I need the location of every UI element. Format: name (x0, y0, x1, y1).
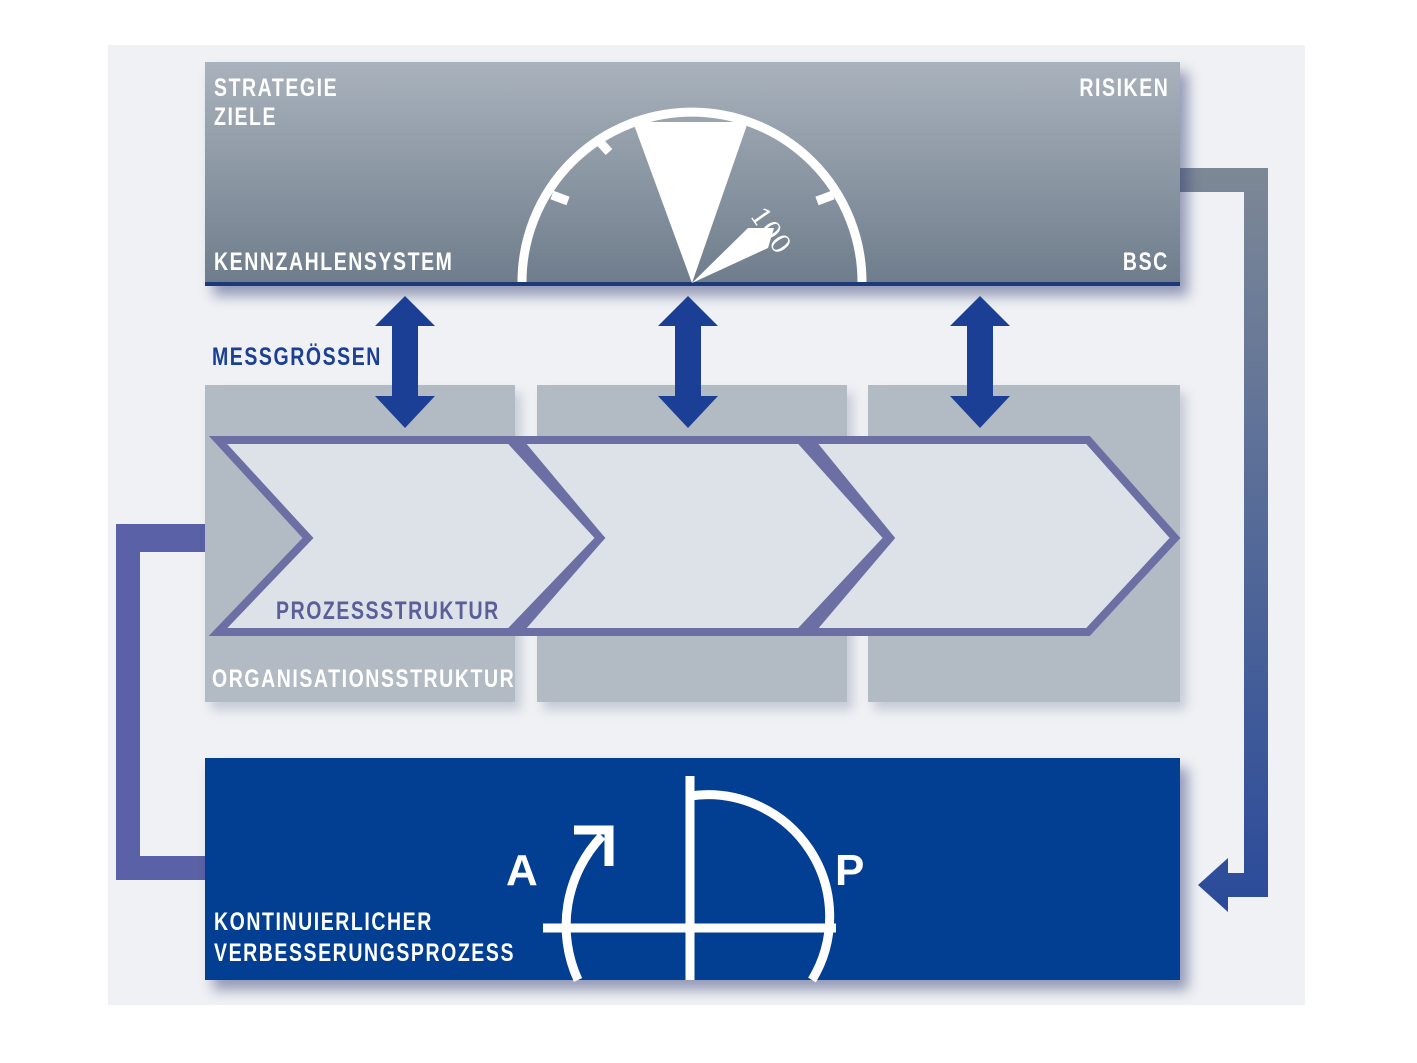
label-messgroessen: MESSGRÖSSEN (212, 343, 382, 371)
process-chevron-1 (208, 436, 606, 636)
gauge-wedge (633, 122, 748, 283)
label-ziele: ZIELE (214, 103, 278, 131)
label-act: A (506, 846, 538, 895)
label-bsc: BSC (1123, 248, 1169, 276)
label-organisationsstruktur: ORGANISATIONSSTRUKTUR (212, 665, 516, 693)
double-arrow-3 (950, 296, 1010, 428)
double-arrow-2 (658, 296, 718, 428)
pdca-cycle-icon (543, 776, 836, 983)
right-feedback-arrow (1180, 168, 1268, 912)
gauge-needle (692, 228, 774, 283)
label-kennzahlensystem: KENNZAHLENSYSTEM (214, 248, 454, 276)
label-plan: P (835, 846, 865, 895)
label-kvp-line1: KONTINUIERLICHER (214, 908, 433, 936)
label-kvp-line2: VERBESSERUNGSPROZESS (214, 939, 516, 967)
label-risiken: RISIKEN (1078, 74, 1169, 102)
double-arrow-1 (375, 296, 435, 428)
label-prozessstruktur: PROZESSSTRUKTUR (276, 597, 500, 625)
label-strategie: STRATEGIE (214, 74, 339, 102)
gauge-icon (517, 107, 867, 283)
